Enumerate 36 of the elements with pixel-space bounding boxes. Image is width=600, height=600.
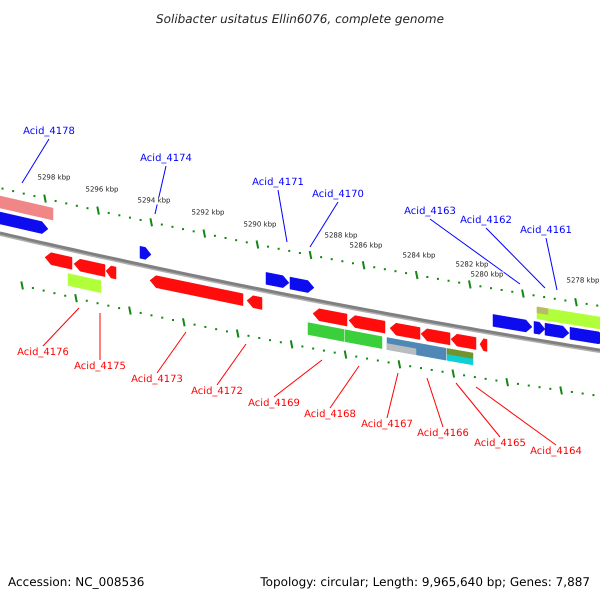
leader-line — [156, 332, 186, 374]
footer-text: Topology: circular; Length: 9,965,640 bp; Genes: 7,887 — [260, 576, 590, 588]
leader-line — [486, 228, 546, 288]
gene-label: Acid_4166 — [417, 428, 469, 440]
leader-line — [42, 308, 80, 346]
gene-label: Acid_4173 — [131, 374, 183, 386]
gene-label: Acid_4165 — [474, 438, 526, 450]
gene-label: Acid_4164 — [530, 446, 582, 458]
footer-text: Accession: NC_008536 — [8, 576, 144, 588]
gene-label: Acid_4172 — [191, 386, 243, 398]
leader-line — [310, 202, 338, 248]
leader-line — [456, 382, 500, 438]
gene-label: Acid_4170 — [312, 189, 364, 201]
leader-line — [476, 386, 556, 446]
leader-line — [274, 360, 322, 398]
gene-label: Acid_4162 — [460, 215, 512, 227]
gene-label: Acid_4175 — [74, 361, 126, 373]
leader-line — [216, 344, 246, 386]
leader-line — [330, 366, 360, 408]
leader-line — [22, 138, 50, 184]
gene-label: Acid_4168 — [304, 409, 356, 421]
leader-line — [154, 166, 166, 214]
gene-label: Acid_4161 — [520, 225, 572, 237]
gene-label: Acid_4178 — [23, 126, 75, 138]
chart-title: Solibacter usitatus Ellin6076, complete genome — [155, 11, 445, 28]
leader-line — [430, 218, 520, 284]
leader-line — [386, 372, 398, 418]
gene-label: Acid_4163 — [404, 206, 456, 218]
leader-line — [546, 238, 558, 290]
gene-label: Acid_4169 — [248, 398, 300, 410]
leader-line — [278, 190, 288, 242]
gene-label: Acid_4167 — [361, 419, 413, 431]
gene-label: Acid_4174 — [140, 153, 192, 165]
gene-label: Acid_4171 — [252, 177, 304, 189]
gene-label: Acid_4176 — [17, 347, 69, 359]
leader-line — [426, 378, 444, 428]
